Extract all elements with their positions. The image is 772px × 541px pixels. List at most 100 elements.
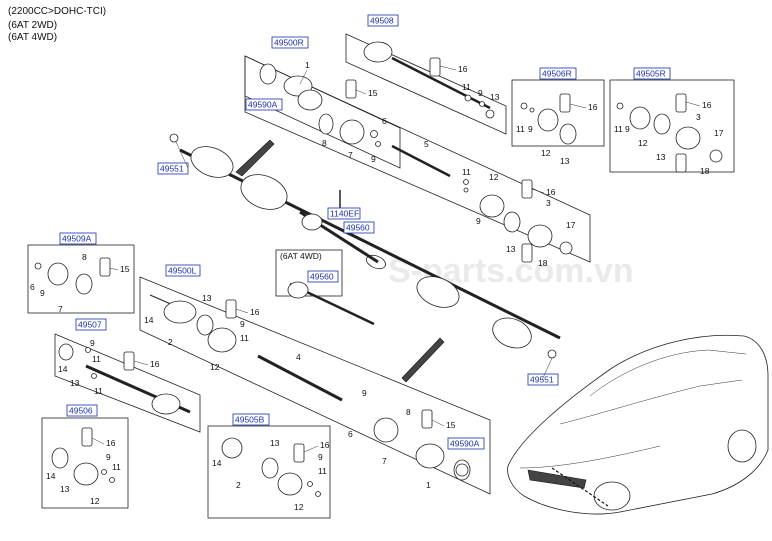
callout-3b: 3 [696, 112, 701, 122]
callout-15b: 15 [120, 264, 130, 274]
callout-2: 2 [168, 337, 173, 347]
callout-2b: 2 [236, 480, 241, 490]
callout-7c: 7 [382, 456, 387, 466]
callout-7: 7 [348, 150, 353, 160]
vehicle-illustration [507, 334, 769, 515]
callout-9b: 9 [476, 216, 481, 226]
callout-9d: 9 [528, 124, 533, 134]
callout-14: 14 [144, 315, 154, 325]
callout-9e: 9 [625, 124, 630, 134]
callout-7b: 7 [58, 304, 63, 314]
callout-11i: 11 [318, 466, 327, 476]
callout-9c: 9 [478, 88, 483, 98]
callout-15: 15 [368, 88, 378, 98]
callout-11g: 11 [94, 386, 103, 396]
callout-16b: 16 [458, 64, 468, 74]
callout-18b: 18 [700, 166, 710, 176]
callout-13c: 13 [560, 156, 570, 166]
ref-49560-4wd: 49560 [310, 272, 334, 282]
callout-11d: 11 [614, 124, 623, 134]
callout-9g: 9 [240, 319, 245, 329]
callout-6b: 6 [30, 282, 35, 292]
ref-49500L: 49500L [168, 266, 197, 276]
ref-49551-top: 49551 [160, 164, 184, 174]
callout-3: 3 [546, 198, 551, 208]
callout-16e: 16 [250, 307, 260, 317]
callout-13f: 13 [70, 378, 80, 388]
panel-49505R [609, 79, 735, 173]
callout-11h: 11 [112, 462, 121, 472]
callout-6: 6 [382, 116, 387, 126]
ref-49590A-bottom: 49590A [450, 439, 480, 449]
callout-13: 13 [506, 244, 516, 254]
panel-49505B [207, 425, 331, 519]
callout-16h: 16 [320, 440, 330, 450]
callout-16c: 16 [588, 102, 598, 112]
leader-lines [91, 65, 701, 453]
callout-11c: 11 [516, 124, 525, 134]
ref-49507: 49507 [78, 320, 102, 330]
leader-stripe-bottom [401, 337, 445, 383]
panel-49506 [41, 417, 129, 509]
callout-16d: 16 [702, 100, 712, 110]
callout-16: 16 [546, 187, 556, 197]
callout-13b: 13 [490, 92, 500, 102]
callout-12d: 12 [210, 362, 220, 372]
panel-4wd [275, 249, 343, 297]
callout-13h: 13 [270, 438, 280, 448]
callout-12e: 12 [90, 496, 100, 506]
callout-14b: 14 [58, 364, 68, 374]
callout-9j: 9 [106, 452, 111, 462]
ref-49509A: 49509A [62, 234, 92, 244]
ref-49506R: 49506R [542, 69, 572, 79]
label-4wd: (6AT 4WD) [280, 251, 322, 261]
2wd-note: (6AT 2WD) [8, 20, 58, 31]
callout-12c: 12 [638, 138, 648, 148]
callout-9k: 9 [318, 452, 323, 462]
callout-17b: 17 [714, 128, 724, 138]
callout-11b: 11 [462, 82, 471, 92]
panel-49500L [139, 276, 491, 495]
callout-17: 17 [566, 220, 576, 230]
assembly-parts [34, 41, 723, 497]
callout-9h: 9 [362, 388, 367, 398]
callout-15c: 15 [446, 420, 456, 430]
callout-8c: 8 [406, 407, 411, 417]
ref-49508: 49508 [370, 16, 394, 26]
callout-9: 9 [371, 154, 376, 164]
callout-1: 1 [305, 60, 310, 70]
callout-9f: 9 [40, 288, 45, 298]
ref-1140EF: 1140EF [330, 209, 359, 219]
reference-labels: 49508 49500R 49506R 49505R 49590A 49551 … [59, 14, 671, 450]
callout-12b: 12 [541, 148, 551, 158]
panel-49507 [54, 333, 201, 433]
callout-11e: 11 [240, 333, 249, 343]
callout-9i: 9 [90, 338, 95, 348]
leader-stripe-top [235, 139, 275, 177]
callout-12: 12 [489, 172, 499, 182]
ref-49505B: 49505B [235, 415, 265, 425]
callout-18: 18 [538, 258, 548, 268]
callout-5: 5 [424, 139, 429, 149]
left-drive-shaft-exploded [85, 294, 471, 481]
callout-11f: 11 [92, 354, 101, 364]
intermediate-shaft [287, 190, 379, 326]
callout-8b: 8 [82, 252, 87, 262]
callout-14d: 14 [212, 458, 222, 468]
part-numbers: 1 15 8 7 6 9 5 11 12 16 3 9 17 13 18 16 … [30, 60, 724, 512]
callout-13g: 13 [60, 484, 70, 494]
callout-6c: 6 [348, 429, 353, 439]
ref-49500R: 49500R [274, 38, 304, 48]
ref-49506: 49506 [69, 406, 93, 416]
engine-note: (2200CC>DOHC-TCI) [8, 6, 107, 17]
panel-49508 [345, 33, 507, 135]
ref-49560: 49560 [346, 223, 370, 233]
4wd-note: (6AT 4WD) [8, 32, 58, 43]
callout-14c: 14 [46, 471, 56, 481]
callout-11: 11 [462, 167, 471, 177]
callout-4: 4 [296, 352, 301, 362]
callout-13e: 13 [202, 293, 212, 303]
ref-49590A-top: 49590A [248, 100, 278, 110]
panel-49506R [511, 79, 605, 147]
